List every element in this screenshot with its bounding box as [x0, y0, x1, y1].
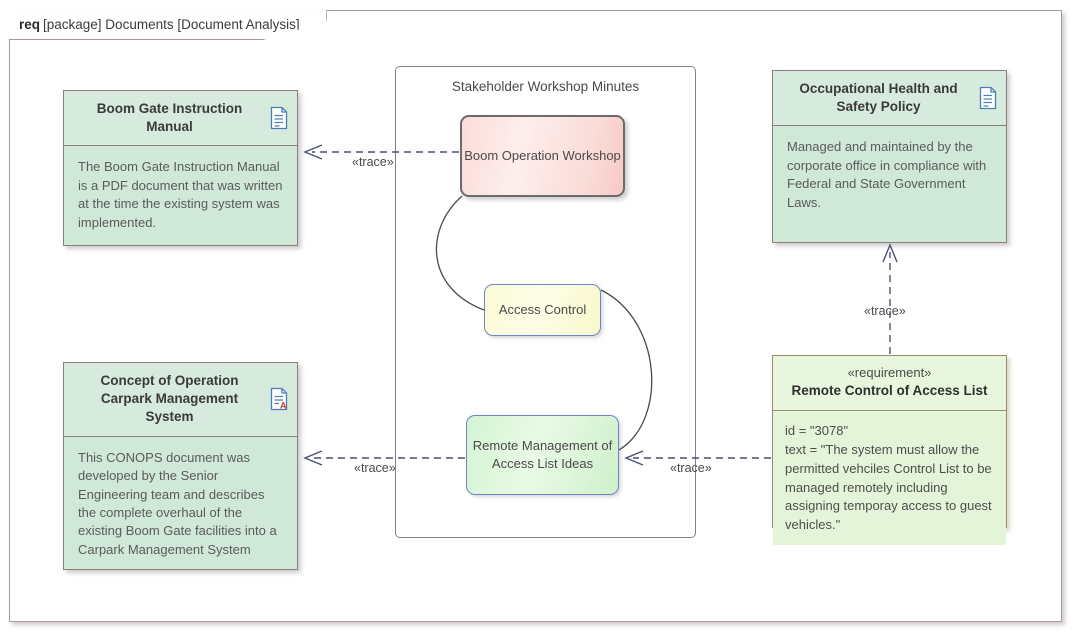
- document-icon: [978, 86, 998, 110]
- node-requirement-remote-control-of-access-list[interactable]: «requirement» Remote Control of Access L…: [772, 355, 1007, 546]
- stereotype-label: «requirement»: [847, 365, 932, 380]
- document-annotated-icon: A: [269, 387, 289, 411]
- node-label: Remote Management of Access List Ideas: [472, 437, 613, 471]
- requirement-id: id = "3078": [785, 423, 849, 439]
- requirement-header: «requirement» Remote Control of Access L…: [773, 356, 1006, 412]
- container-title: Stakeholder Workshop Minutes: [451, 79, 640, 94]
- node-occupational-health-and-safety-policy[interactable]: Occupational Health and Safety Policy Ma…: [772, 70, 1007, 243]
- document-icon: [269, 106, 289, 130]
- node-header: Occupational Health and Safety Policy: [773, 71, 1006, 127]
- node-header: Concept of Operation Carpark Management …: [64, 363, 297, 437]
- trace-label-requirement-to-policy: «trace»: [864, 304, 906, 318]
- frame-label: [package] Documents [Document Analysis]: [43, 17, 300, 32]
- trace-label-requirement-to-remote: «trace»: [670, 461, 712, 475]
- trace-label-remote-to-conops: «trace»: [354, 461, 396, 475]
- node-boom-gate-instruction-manual[interactable]: Boom Gate Instruction Manual The Boom Ga…: [63, 90, 298, 246]
- node-remote-management-of-access-list-ideas[interactable]: Remote Management of Access List Ideas: [466, 415, 619, 495]
- diagram-frame-tab: req[package] Documents [Document Analysi…: [9, 10, 327, 40]
- frame-keyword: req: [19, 17, 41, 32]
- node-boom-operation-workshop[interactable]: Boom Operation Workshop: [460, 115, 625, 197]
- requirement-body: id = "3078" text = "The system must allo…: [773, 411, 1006, 546]
- node-concept-of-operation-carpark-management-system[interactable]: Concept of Operation Carpark Management …: [63, 362, 298, 570]
- node-access-control[interactable]: Access Control: [484, 284, 601, 336]
- node-title: Occupational Health and Safety Policy: [799, 81, 958, 115]
- requirement-text: text = "The system must allow the permit…: [785, 441, 992, 533]
- node-body: The Boom Gate Instruction Manual is a PD…: [64, 146, 297, 245]
- node-title: Concept of Operation Carpark Management …: [100, 373, 239, 425]
- requirement-title: Remote Control of Access List: [791, 383, 988, 399]
- node-body: Managed and maintained by the corporate …: [773, 126, 1006, 242]
- node-label: Access Control: [498, 301, 587, 317]
- node-title: Boom Gate Instruction Manual: [96, 101, 243, 135]
- trace-label-workshop-to-manual: «trace»: [352, 155, 394, 169]
- svg-text:A: A: [280, 401, 287, 411]
- node-body: This CONOPS document was developed by th…: [64, 436, 297, 570]
- node-header: Boom Gate Instruction Manual: [64, 91, 297, 147]
- node-label: Boom Operation Workshop: [464, 147, 621, 163]
